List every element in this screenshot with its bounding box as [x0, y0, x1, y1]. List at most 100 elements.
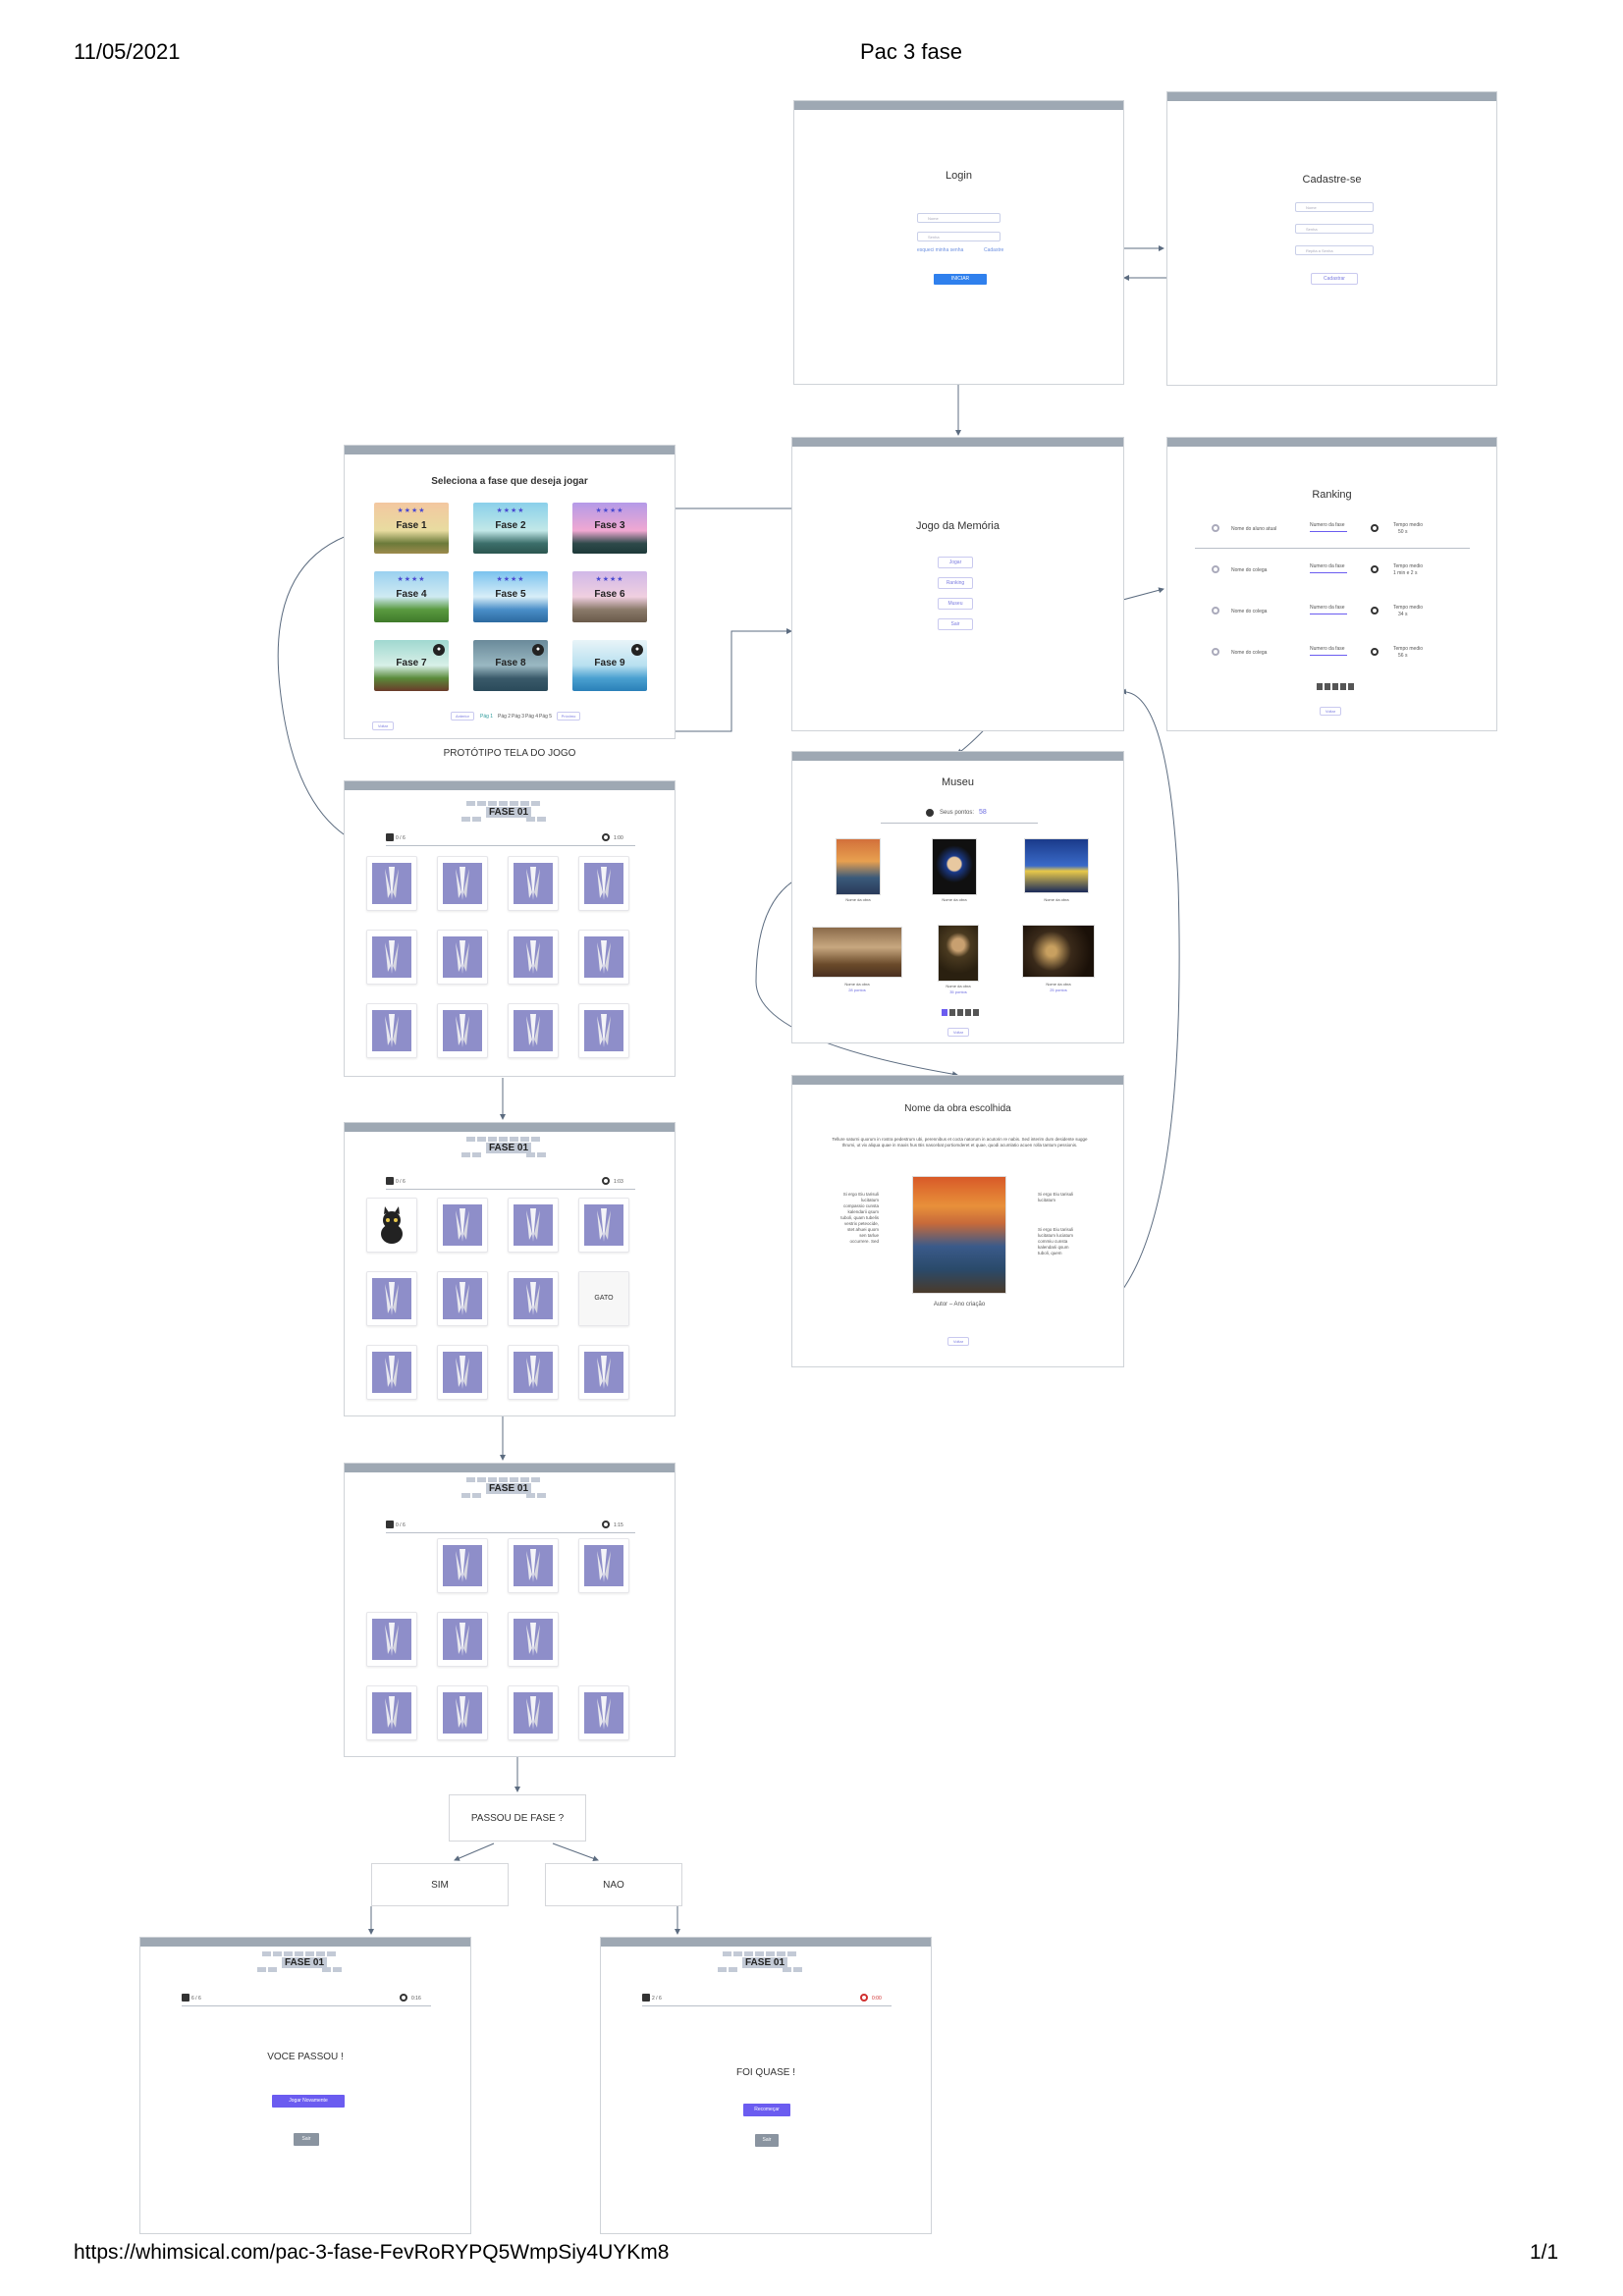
phase-card-8[interactable]: ● Fase 8 — [473, 640, 548, 691]
signup-name-field[interactable]: Nome — [1295, 202, 1374, 212]
password-field[interactable]: Senha — [917, 232, 1001, 241]
memory-card[interactable] — [437, 930, 488, 985]
museum-back-button[interactable]: Voltar — [947, 1028, 969, 1037]
signup-button[interactable]: Cadastrar — [1311, 273, 1358, 285]
memory-card[interactable] — [578, 1003, 629, 1058]
memory-card[interactable] — [508, 856, 559, 911]
page-link-3[interactable]: Pág 3 — [512, 714, 525, 720]
museum-button[interactable]: Museu — [938, 598, 973, 610]
memory-card[interactable] — [437, 1003, 488, 1058]
memory-card[interactable] — [437, 1612, 488, 1667]
artwork-text-right-1: Si ergo Eiu tarisuli lucitatum — [1038, 1192, 1074, 1202]
ranking-time: 34 s — [1398, 612, 1408, 617]
memory-card[interactable] — [508, 930, 559, 985]
memory-card[interactable] — [366, 1612, 417, 1667]
artwork-thumb-starry-night[interactable] — [1024, 838, 1089, 893]
retry-button[interactable]: Recomeçar — [743, 2104, 790, 2116]
ranking-title: Ranking — [1312, 489, 1352, 501]
phase-card-1[interactable]: ★★★★ Fase 1 — [374, 503, 449, 554]
replay-button[interactable]: Jogar Novamente — [272, 2095, 345, 2108]
museum-pagination[interactable] — [942, 1009, 981, 1017]
card-back — [372, 936, 411, 978]
ranking-phase: Numero da fase — [1310, 605, 1345, 611]
artwork-name: Nome da obra — [942, 897, 967, 902]
header-divider — [182, 2005, 431, 2006]
artwork-thumb-last-supper[interactable] — [812, 927, 902, 978]
memory-card[interactable] — [366, 1271, 417, 1326]
ranking-time-label: Tempo medio — [1393, 605, 1424, 611]
phase-bar — [1310, 531, 1347, 532]
page-link-4[interactable]: Pág 4 — [525, 714, 539, 720]
memory-card[interactable] — [508, 1271, 559, 1326]
card-back — [514, 1278, 553, 1319]
phase-card-4[interactable]: ★★★★ Fase 4 — [374, 571, 449, 622]
artwork-description: Tellure saturni quorum in rostra pedestr… — [832, 1137, 1088, 1148]
memory-card[interactable] — [366, 856, 417, 911]
memory-card[interactable] — [508, 1198, 559, 1253]
artwork-thumb-night-watch[interactable] — [1022, 925, 1095, 978]
memory-card[interactable] — [437, 1685, 488, 1740]
memory-card[interactable] — [437, 1198, 488, 1253]
artwork-thumb-pearl[interactable] — [932, 838, 977, 895]
exit-button[interactable]: Sair — [938, 618, 973, 630]
lose-exit-button[interactable]: Sair — [755, 2134, 779, 2147]
ranking-phase: Numero da fase — [1310, 563, 1345, 569]
next-page-button[interactable]: Próximo — [557, 712, 580, 721]
play-button[interactable]: Jogar — [938, 557, 973, 568]
memory-card[interactable] — [508, 1345, 559, 1400]
phase-card-3[interactable]: ★★★★ Fase 3 — [572, 503, 647, 554]
artwork-back-button[interactable]: Voltar — [947, 1337, 969, 1346]
memory-card[interactable] — [508, 1612, 559, 1667]
select-back-button[interactable]: Voltar — [372, 721, 394, 730]
login-button[interactable]: INICIAR — [934, 274, 987, 285]
memory-card[interactable] — [508, 1003, 559, 1058]
memory-card[interactable] — [578, 1538, 629, 1593]
phase-card-2[interactable]: ★★★★ Fase 2 — [473, 503, 548, 554]
ranking-back-button[interactable]: Voltar — [1320, 707, 1341, 716]
phase-stars: ★★★★ — [496, 507, 525, 514]
page-link-2[interactable]: Pág 2 — [498, 714, 512, 720]
memory-card[interactable] — [578, 1685, 629, 1740]
memory-card[interactable] — [508, 1538, 559, 1593]
card-back — [372, 1278, 411, 1319]
username-field[interactable]: Nome — [917, 213, 1001, 223]
memory-card[interactable] — [366, 1003, 417, 1058]
page-link-1[interactable]: Pág 1 — [480, 714, 494, 720]
ranking-pagination[interactable] — [1317, 683, 1356, 691]
artwork-thumb-scream[interactable] — [836, 838, 881, 895]
memory-card[interactable] — [437, 856, 488, 911]
memory-card[interactable] — [578, 1198, 629, 1253]
memory-card[interactable]: GATO — [578, 1271, 629, 1326]
memory-card[interactable] — [366, 1345, 417, 1400]
memory-card[interactable] — [578, 930, 629, 985]
signup-repeat-password-field[interactable]: Repita a Senha — [1295, 245, 1374, 255]
memory-card[interactable] — [508, 1685, 559, 1740]
phase-card-6[interactable]: ★★★★ Fase 6 — [572, 571, 647, 622]
memory-card[interactable] — [578, 1345, 629, 1400]
artwork-thumb-mona-lisa[interactable] — [938, 925, 979, 982]
document-url[interactable]: https://whimsical.com/pac-3-fase-FevRoRY… — [74, 2241, 670, 2264]
memory-card[interactable] — [437, 1271, 488, 1326]
artwork-title: Nome da obra escolhida — [904, 1103, 1011, 1114]
memory-card[interactable] — [366, 1198, 417, 1253]
page-link-5[interactable]: Pág 5 — [539, 714, 553, 720]
memory-card[interactable] — [366, 1685, 417, 1740]
avatar-icon — [1212, 648, 1219, 656]
memory-card[interactable] — [578, 856, 629, 911]
window-bar — [345, 1464, 675, 1472]
phase-card-5[interactable]: ★★★★ Fase 5 — [473, 571, 548, 622]
card-back — [443, 1278, 482, 1319]
ranking-button[interactable]: Ranking — [938, 577, 973, 589]
phase-card-9[interactable]: ● Fase 9 — [572, 640, 647, 691]
phase-title: FASE 01 — [282, 1957, 328, 1968]
phase-card-7[interactable]: ● Fase 7 — [374, 640, 449, 691]
phase-label: Fase 5 — [495, 589, 526, 600]
forgot-password-link[interactable]: esqueci minha senha — [917, 247, 964, 253]
win-exit-button[interactable]: Sair — [294, 2133, 319, 2146]
signup-password-field[interactable]: Senha — [1295, 224, 1374, 234]
memory-card[interactable] — [366, 930, 417, 985]
memory-card[interactable] — [437, 1345, 488, 1400]
signup-link[interactable]: Cadastre — [984, 247, 1004, 253]
previous-page-button[interactable]: Anterior — [451, 712, 474, 721]
memory-card[interactable] — [437, 1538, 488, 1593]
